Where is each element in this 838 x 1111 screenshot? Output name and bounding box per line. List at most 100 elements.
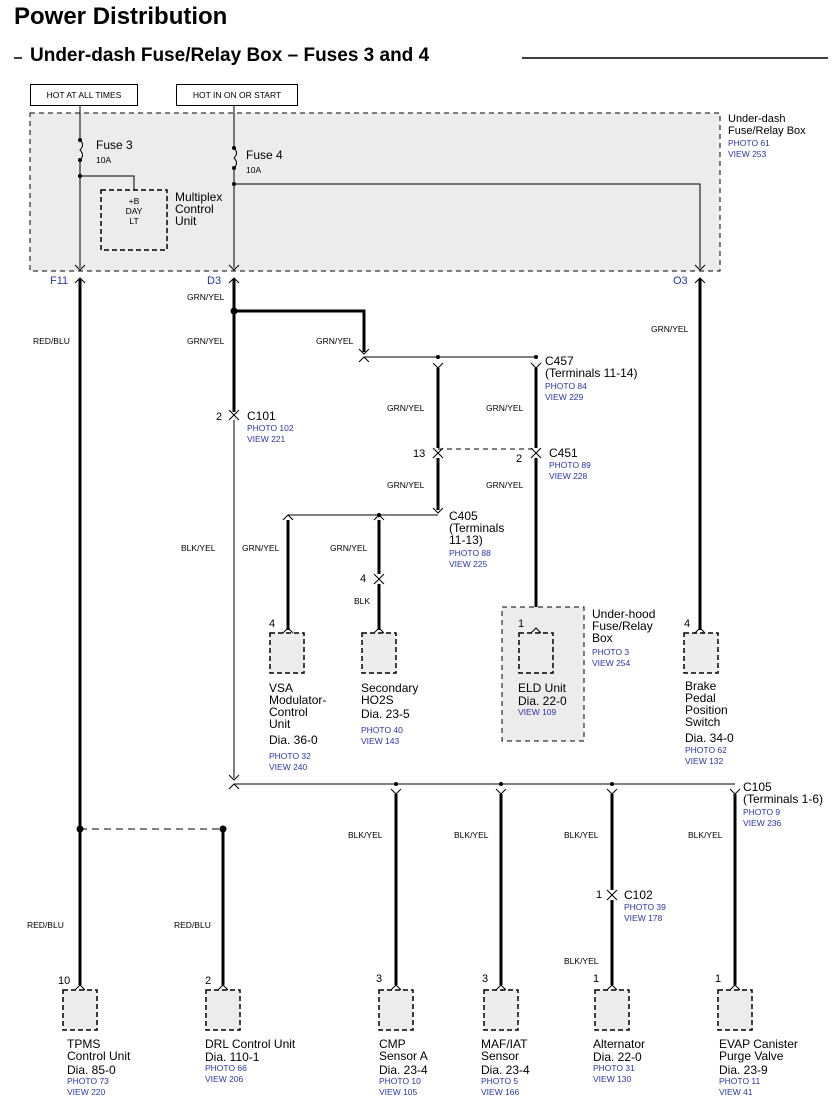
maf-view: VIEW 166 (481, 1087, 520, 1097)
drl-box (205, 989, 241, 1031)
alt-label: Alternator (593, 1037, 646, 1051)
wire-color: RED/BLU (27, 920, 64, 930)
drl-pin: 2 (205, 975, 212, 987)
evap-box (717, 989, 753, 1031)
wire-color: BLK/YEL (348, 830, 383, 840)
wire-color: BLK (354, 596, 371, 606)
fuse-box-photo: PHOTO 61 (728, 138, 770, 148)
tpms-pin: 10 (58, 975, 71, 987)
fuse-box-label: Under-dash Fuse/Relay Box (728, 113, 806, 137)
fuse3-rating: 10A (96, 155, 112, 165)
wire-color: GRN/YEL (187, 336, 225, 346)
ho2s-photo: PHOTO 40 (361, 725, 403, 735)
drl-dia: Dia. 110-1 (205, 1050, 260, 1064)
fuse3-label: Fuse 3 (96, 138, 133, 152)
drl-label: DRL Control Unit (205, 1037, 296, 1051)
c405-photo: PHOTO 88 (449, 548, 491, 558)
evap-view: VIEW 41 (719, 1087, 753, 1097)
tpms-view: VIEW 220 (67, 1087, 106, 1097)
alt-photo: PHOTO 31 (593, 1063, 635, 1073)
tpms-label: TPMS Control Unit (67, 1037, 131, 1063)
evap-pin: 1 (715, 973, 722, 985)
hot-on-start-tag: HOT IN ON OR START (176, 84, 298, 106)
vsa-view: VIEW 240 (269, 762, 308, 772)
c405-view: VIEW 225 (449, 559, 488, 569)
alt-dia: Dia. 22-0 (593, 1050, 642, 1064)
vsa-photo: PHOTO 32 (269, 751, 311, 761)
mcu-label: Multiplex Control Unit (175, 190, 223, 228)
c405-label: C405 (Terminals 11-13) (449, 509, 505, 547)
ho2s-box (361, 632, 397, 674)
underhood-photo: PHOTO 3 (592, 647, 630, 657)
wire-color: RED/BLU (174, 920, 211, 930)
hot-always-tag: HOT AT ALL TIMES (30, 84, 138, 106)
wire-color: RED/BLU (33, 336, 70, 346)
cmp-photo: PHOTO 10 (379, 1076, 421, 1086)
wire-color: GRN/YEL (486, 403, 524, 413)
eld-box (518, 632, 554, 674)
brake-dia: Dia. 34-0 (685, 731, 734, 745)
c102-view: VIEW 178 (624, 913, 663, 923)
brake-box (683, 632, 719, 674)
wire-color: BLK/YEL (688, 830, 723, 840)
c101-photo: PHOTO 102 (247, 423, 294, 433)
brake-pin: 4 (684, 618, 691, 630)
drl-view: VIEW 206 (205, 1074, 244, 1084)
vsa-box (269, 632, 305, 674)
cmp-view: VIEW 105 (379, 1087, 418, 1097)
tpms-photo: PHOTO 73 (67, 1076, 109, 1086)
evap-dia: Dia. 23-9 (719, 1063, 768, 1077)
wire-color: BLK/YEL (564, 956, 599, 966)
maf-dia: Dia. 23-4 (481, 1063, 530, 1077)
c451-label: C451 (549, 446, 578, 460)
wire-color: GRN/YEL (187, 292, 225, 302)
underhood-label: Under-hood Fuse/Relay Box (592, 607, 656, 645)
page-title: Power Distribution (14, 3, 228, 30)
ho2s-pin: 4 (360, 573, 367, 585)
under-dash-box-outline (29, 112, 721, 272)
wire-color: BLK/YEL (454, 830, 489, 840)
maf-label: MAF/IAT Sensor (481, 1037, 528, 1063)
fuse4-rating: 10A (246, 165, 262, 175)
maf-photo: PHOTO 5 (481, 1076, 519, 1086)
wire-color: GRN/YEL (330, 543, 368, 553)
alt-pin: 1 (593, 973, 600, 985)
c101-label: C101 (247, 409, 276, 423)
eld-view: VIEW 109 (518, 707, 557, 717)
evap-label: EVAP Canister Purge Valve (719, 1037, 798, 1063)
c105-label: C105 (Terminals 1-6) (743, 780, 824, 806)
brake-view: VIEW 132 (685, 756, 724, 766)
eld-pin: 1 (518, 618, 525, 630)
cmp-label: CMP Sensor A (379, 1037, 428, 1063)
c101-pin: 2 (216, 411, 223, 423)
tpms-box (62, 989, 98, 1031)
terminal-d3: D3 (207, 275, 222, 287)
underhood-box-outline (501, 606, 585, 742)
fuse-box-view: VIEW 253 (728, 149, 767, 159)
page-subtitle: Under-dash Fuse/Relay Box – Fuses 3 and … (30, 45, 430, 66)
terminal-o3: O3 (673, 275, 688, 287)
wire-color: GRN/YEL (387, 403, 425, 413)
ho2s-dia: Dia. 23-5 (361, 707, 410, 721)
alt-box (594, 989, 630, 1031)
mcu-pin-label: +B DAY LT (125, 196, 143, 226)
brake-label: Brake Pedal Position Switch (685, 679, 728, 729)
fuse3-symbol (79, 139, 83, 161)
underhood-view: VIEW 254 (592, 658, 631, 668)
maf-pin: 3 (482, 973, 489, 985)
terminal-f11: F11 (50, 275, 69, 287)
c105-view: VIEW 236 (743, 818, 782, 828)
mcu-box (100, 189, 168, 251)
eld-label: ELD Unit (518, 681, 567, 695)
eld-dia: Dia. 22-0 (518, 694, 567, 708)
c102-photo: PHOTO 39 (624, 902, 666, 912)
wire-color: GRN/YEL (316, 336, 354, 346)
wire-color: BLK/YEL (181, 543, 216, 553)
c451-pin13: 13 (413, 448, 426, 460)
c451-photo: PHOTO 89 (549, 460, 591, 470)
vsa-dia: Dia. 36-0 (269, 733, 318, 747)
c457-view: VIEW 229 (545, 392, 584, 402)
c101-view: VIEW 221 (247, 434, 286, 444)
c102-pin: 1 (596, 889, 603, 901)
